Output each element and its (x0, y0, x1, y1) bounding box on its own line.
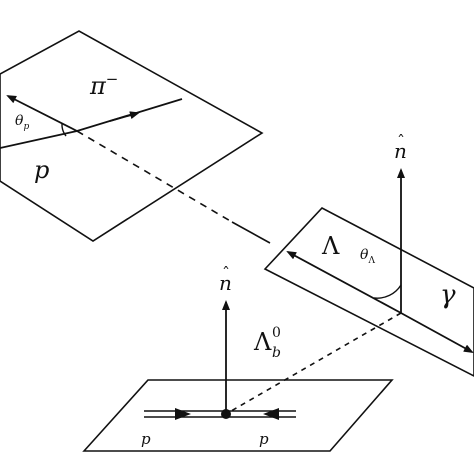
proton-track-tail (0, 130, 78, 149)
lambda-b-label: Λ (253, 328, 272, 356)
production-plane (82, 379, 394, 452)
beam-arrow-left (175, 408, 191, 420)
pi-minus-label: π− (89, 70, 118, 100)
theta-lambda-label: θΛ (360, 247, 375, 266)
pion-arrow (109, 111, 140, 122)
gamma-track (400, 312, 474, 353)
theta-p-label: θp (15, 113, 29, 132)
lambda-dashed-line (76, 130, 233, 223)
theta-lambda-arc (373, 284, 402, 299)
beam-arrow-right (263, 408, 279, 420)
lambda-b-sup: 0 (272, 325, 281, 341)
n-hat-top-label: n (394, 139, 407, 163)
proton-label-left: p (141, 430, 151, 448)
n-hat-bottom-accent: ˆ (222, 264, 230, 283)
lambda-solid-line (231, 221, 271, 244)
proton-label-right: p (259, 430, 269, 448)
lambda-b-sub: b (272, 345, 281, 361)
proton-track (6, 95, 78, 132)
lambda-label: Λ (321, 232, 340, 260)
n-hat-bottom-label: n (219, 271, 232, 295)
n-hat-top-accent: ˆ (397, 132, 405, 151)
proton-label-top: p (34, 156, 49, 184)
theta-p-arc (61, 123, 67, 137)
lambda-track (286, 251, 402, 314)
gamma-label: γ (440, 280, 456, 310)
lambda-gamma-plane (263, 207, 474, 377)
proton-pion-plane (0, 30, 264, 242)
lambda-b-dashed-line (225, 312, 402, 415)
